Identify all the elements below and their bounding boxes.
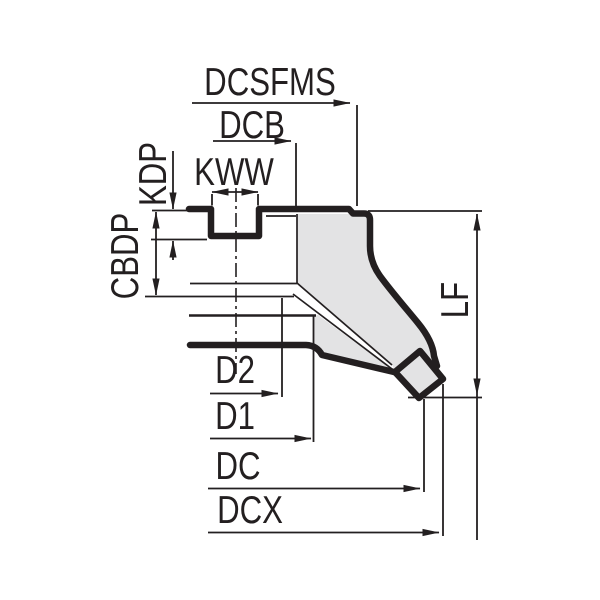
body-top-outline <box>185 205 441 370</box>
insert-seat-strip-upper-line <box>296 282 393 366</box>
dim-label-dcb: DCB <box>219 104 285 147</box>
dim-label-kdp: KDP <box>132 142 175 206</box>
dim-label-dc: DC <box>215 445 260 488</box>
dim-label-kww: KWW <box>194 151 274 194</box>
dim-label-d2: D2 <box>215 349 255 392</box>
insert-seat-strip <box>293 283 396 372</box>
dim-label-d1: D1 <box>215 395 255 438</box>
dim-label-dcsfms: DCSFMS <box>204 61 336 104</box>
dim-label-lf: LF <box>434 282 477 318</box>
dim-label-cbdp: CBDP <box>104 213 147 300</box>
cutter-body-fill <box>297 214 443 398</box>
dim-label-dcx: DCX <box>217 489 283 532</box>
insert-seat-strip-lower-line <box>292 293 397 373</box>
body-bottom-outline <box>186 341 398 376</box>
